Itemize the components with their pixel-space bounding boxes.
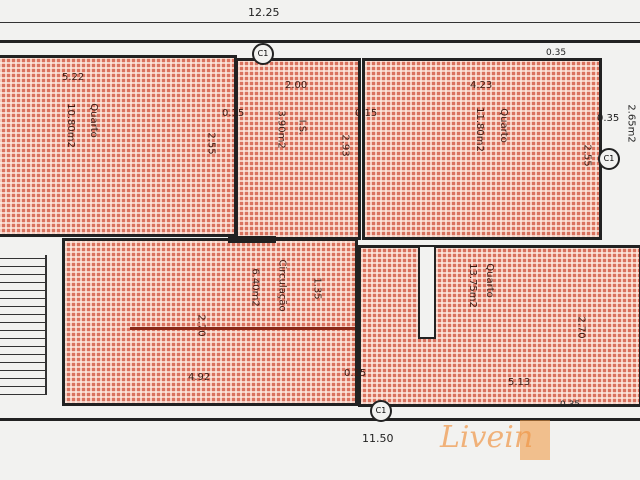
stair-landing [130,327,355,330]
room-bedroom-2 [362,58,602,240]
bathroom-depth: 2.93 [339,134,351,157]
circulation-name: Circulação [276,259,288,312]
circulation-dim-2: 2.70 [195,314,207,337]
room-bedroom-3 [358,245,640,407]
outer-wall-top [0,40,640,43]
side-bottom-label: 0.35 [560,400,581,410]
circulation-width: 4.92 [188,372,211,383]
bedroom-3-name: Quarto [483,263,495,298]
right-area-label: 2.65m2 [625,104,637,143]
watermark-box [520,420,550,460]
top-width-label: 12.25 [248,6,280,19]
exterior-stairs [0,255,47,395]
circulation-wall: 0.15 [344,368,367,379]
marker-c1-right: C1 [598,148,620,170]
bedroom-3-area: 13.75m2 [466,263,478,308]
side-top-label: 0.35 [546,48,567,58]
bedroom-2-name: Quarto [497,108,509,143]
marker-c1-bottom: C1 [370,400,392,422]
circulation-dim-1: 1.35 [311,277,323,300]
bedroom-2-area: 11.80m2 [473,107,485,152]
top-dimension-line [0,22,640,23]
bedroom-3-width: 5.13 [508,377,531,388]
bathroom-wall: 0.15 [355,108,378,119]
marker-c1-top: C1 [252,43,274,65]
room-circulation [62,238,358,406]
door-bar [228,236,276,243]
bedroom-2-depth: 2.55 [581,144,593,167]
bedroom-1-depth: 2.55 [205,132,217,155]
bedroom-2-width: 4.23 [470,80,493,91]
bedroom-1-wall: 0.15 [222,108,245,119]
bottom-width-label: 11.50 [362,432,394,445]
room-bedroom-1 [0,55,237,237]
circulation-area: 6.40m2 [249,268,261,307]
bathroom-width: 2.00 [285,80,308,91]
bedroom-3-depth: 2.70 [575,316,587,339]
bedroom-1-width: 5.22 [62,72,85,83]
room-bathroom [235,58,361,240]
outer-wall-bottom [0,418,640,421]
inner-wall [418,245,436,339]
bedroom-1-area: 10.80m2 [64,103,76,148]
bedroom-1-name: Quarto [87,103,99,138]
right-mid-label: 0.35 [597,113,620,124]
bathroom-area: 3.90m2 [275,110,287,149]
watermark-logo: Livein [440,420,534,455]
bathroom-name: I.S. [296,119,308,136]
